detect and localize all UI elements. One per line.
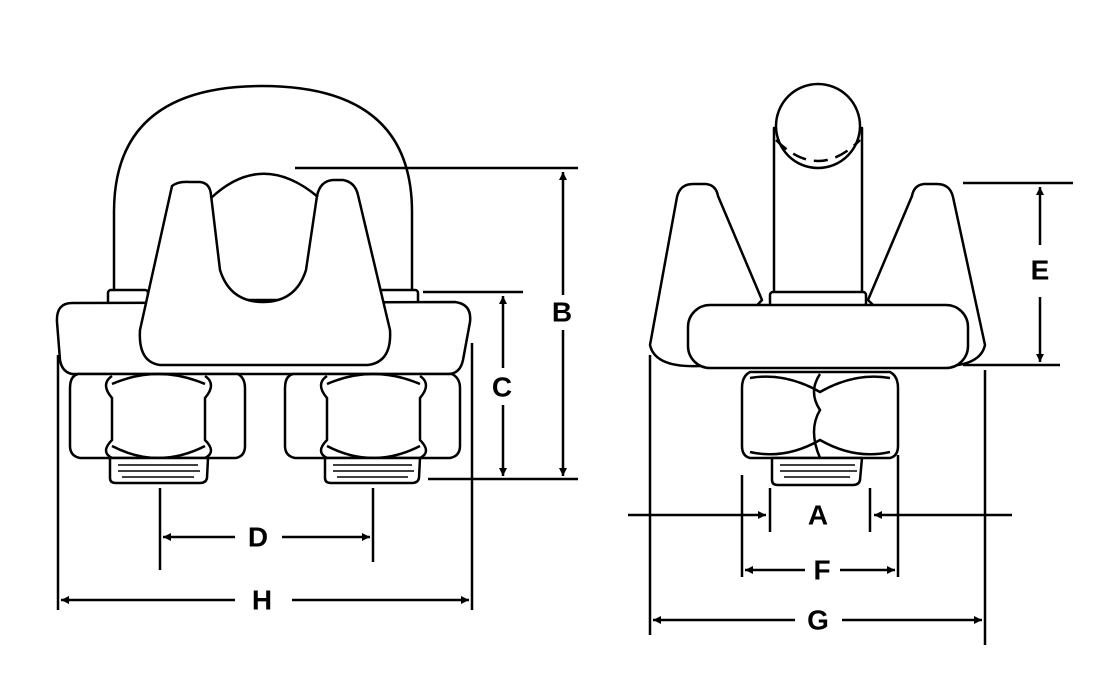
side-dimensions: E A F G [628,181,1073,645]
dimension-d-label: D [248,522,268,553]
nut-side [740,370,900,460]
dimension-g-label: G [807,605,829,636]
dimension-c-label: C [492,372,512,403]
saddle-block [686,303,970,370]
rope-section [210,172,319,199]
dimension-f-label: F [813,555,830,586]
dimension-b-label: B [552,297,572,328]
dimension-h-label: H [252,585,272,616]
u-bolt-top [774,82,862,170]
front-view [55,84,472,485]
nut-right [283,372,462,460]
dimension-e-label: E [1031,255,1050,286]
front-dimensions: B C D H [56,166,578,616]
nut-left [68,372,247,460]
dimension-a-label: A [808,500,828,531]
side-view [648,82,987,487]
